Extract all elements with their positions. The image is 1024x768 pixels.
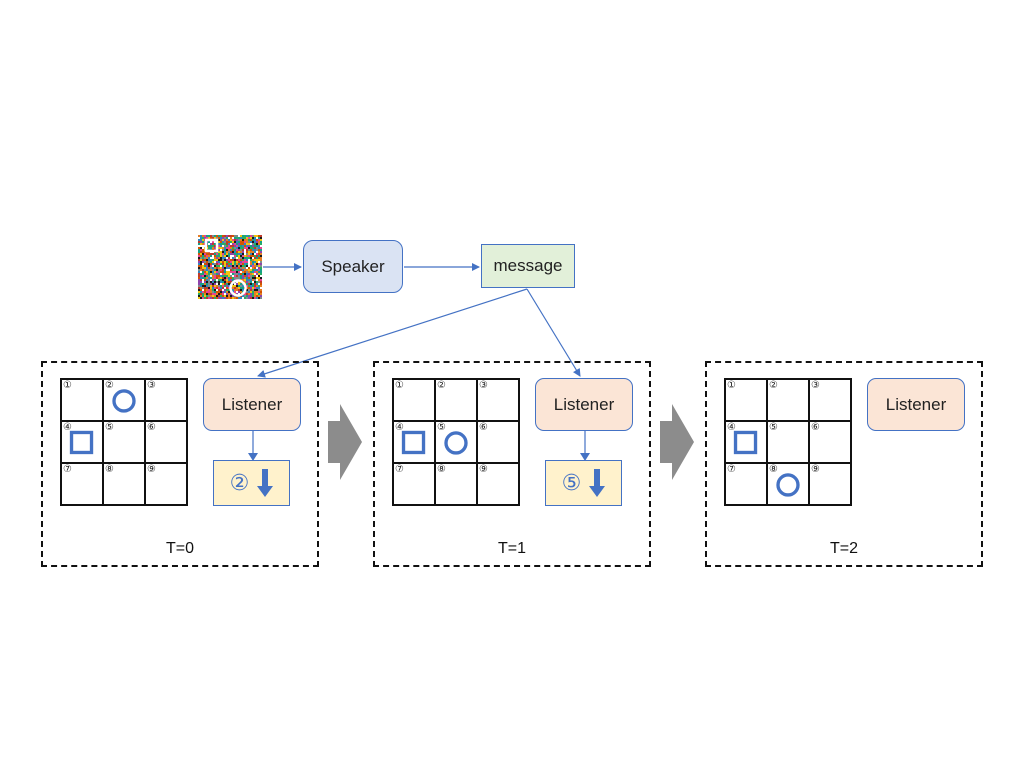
cell-number: ⑦ [63,464,72,475]
grid-cell: ⑤ [435,421,477,463]
cell-number: ⑥ [479,422,488,433]
grid-cell: ① [725,379,767,421]
grid-cell: ⑨ [477,463,519,505]
circle-shape [776,473,800,497]
listener-box: Listener [535,378,633,431]
action-box: ② [213,460,290,506]
cell-number: ⑧ [105,464,114,475]
input-image [198,235,262,299]
grid-3x3: ① ② ③ ④ ⑤ ⑥ ⑦ ⑧ ⑨ [60,378,188,506]
grid-cell: ⑨ [809,463,851,505]
grid-cell: ② [103,379,145,421]
cell-number: ④ [63,422,72,433]
timestep-label: T=0 [165,540,194,557]
message-box: message [481,244,575,288]
grid-cell: ⑤ [767,421,809,463]
grid-cell: ⑥ [477,421,519,463]
cell-number: ⑨ [479,464,488,475]
grid-cell: ⑧ [435,463,477,505]
action-box: ⑤ [545,460,622,506]
grid-cell: ④ [725,421,767,463]
cell-number: ⑤ [105,422,114,433]
grid-cell: ⑥ [809,421,851,463]
circle-shape [444,431,468,455]
noise-texture [198,235,262,299]
grid-cell: ⑦ [61,463,103,505]
cell-number: ⑧ [769,464,778,475]
cell-number: ② [437,380,446,391]
timestep-panel-2: ① ② ③ ④ ⑤ ⑥ ⑦ ⑧ ⑨ Listener T=2 [705,361,983,567]
square-shape [733,430,758,455]
action-cell-label: ⑤ [561,470,582,495]
grid-cell: ③ [145,379,187,421]
step-arrow-1 [328,404,362,480]
grid-3x3: ① ② ③ ④ ⑤ ⑥ ⑦ ⑧ ⑨ [724,378,852,506]
circle-shape-in-image [229,279,247,297]
down-arrow-icon [257,469,274,497]
grid-cell: ④ [393,421,435,463]
cell-number: ③ [811,380,820,391]
grid-cell: ⑥ [145,421,187,463]
listener-box: Listener [867,378,965,431]
cell-number: ⑥ [811,422,820,433]
grid-cell: ① [393,379,435,421]
speaker-label: Speaker [321,256,385,276]
grid-cell: ② [767,379,809,421]
down-arrow-icon [589,469,606,497]
speaker-box: Speaker [303,240,403,293]
step-arrow-2 [660,404,694,480]
grid-cell: ⑦ [393,463,435,505]
cell-number: ② [769,380,778,391]
cell-number: ⑦ [395,464,404,475]
grid-cell: ① [61,379,103,421]
grid-cell: ③ [477,379,519,421]
cell-number: ⑤ [437,422,446,433]
circle-shape [112,389,136,413]
cell-number: ④ [395,422,404,433]
cell-number: ③ [479,380,488,391]
action-cell-label: ② [229,470,250,495]
cell-number: ⑧ [437,464,446,475]
cell-number: ③ [147,380,156,391]
listener-label: Listener [221,394,283,414]
grid-cell: ④ [61,421,103,463]
listener-label: Listener [885,394,947,414]
listener-label: Listener [553,394,615,414]
listener-to-action-arrow [248,431,258,461]
cell-number: ② [105,380,114,391]
timestep-panel-0: ① ② ③ ④ ⑤ ⑥ ⑦ ⑧ ⑨ Listener ② T=0 [41,361,319,567]
square-shape [69,430,94,455]
message-label: message [493,256,563,275]
grid-cell: ⑧ [103,463,145,505]
cell-number: ⑤ [769,422,778,433]
square-shape-in-image [204,238,219,253]
cell-number: ⑦ [727,464,736,475]
square-shape [401,430,426,455]
cell-number: ⑥ [147,422,156,433]
timestep-label: T=1 [497,540,526,557]
cell-number: ④ [727,422,736,433]
cell-number: ⑨ [147,464,156,475]
grid-cell: ② [435,379,477,421]
listener-box: Listener [203,378,301,431]
grid-cell: ③ [809,379,851,421]
cell-number: ① [63,380,72,391]
grid-cell: ⑨ [145,463,187,505]
grid-cell: ⑧ [767,463,809,505]
grid-cell: ⑤ [103,421,145,463]
grid-cell: ⑦ [725,463,767,505]
cell-number: ⑨ [811,464,820,475]
timestep-label: T=2 [829,540,858,557]
cell-number: ① [727,380,736,391]
grid-3x3: ① ② ③ ④ ⑤ ⑥ ⑦ ⑧ ⑨ [392,378,520,506]
cell-number: ① [395,380,404,391]
listener-to-action-arrow [580,431,590,461]
timestep-panel-1: ① ② ③ ④ ⑤ ⑥ ⑦ ⑧ ⑨ Listener ⑤ T=1 [373,361,651,567]
